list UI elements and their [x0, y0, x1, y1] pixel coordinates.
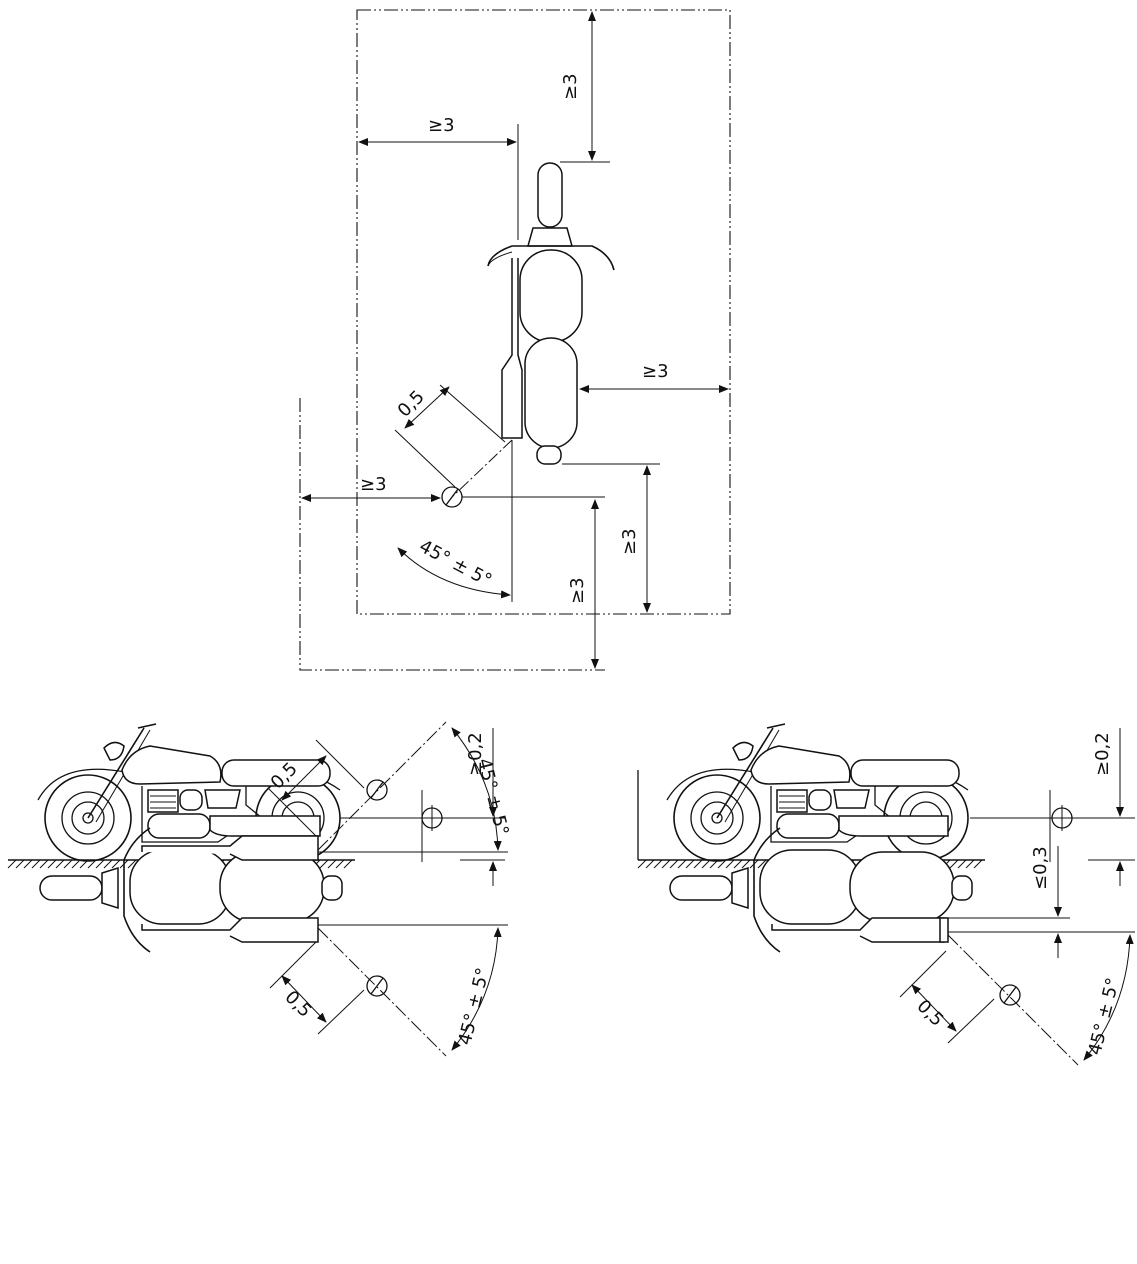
hatch-line [677, 859, 687, 869]
motorcycle-top-view-icon [487, 162, 615, 465]
hatch-line [725, 859, 735, 869]
hatch-line [637, 859, 647, 869]
hatch-line [685, 859, 695, 869]
motorcycle-side-view-icon [666, 723, 969, 862]
hatch-line [343, 859, 353, 869]
hatch-line [669, 859, 679, 869]
hatch-line [949, 859, 959, 869]
hatch-line [757, 859, 767, 869]
hatch-line [39, 859, 49, 869]
dim-single-offset: 0,5 [912, 996, 947, 1031]
dim-lower-offset: 0,5 [280, 987, 315, 1022]
hatch-line [23, 859, 33, 869]
hatch-line [319, 859, 329, 869]
hatch-line [63, 859, 73, 869]
hatch-line [653, 859, 663, 869]
top-view-twin-exhaust: 0,5 45° ± 5° 0,5 45° ± 5° [39, 721, 513, 1057]
hatch-line [335, 859, 345, 869]
top-plan-view: ≥3 ≥3 ≥3 0,5 ≥3 45° ± 5° ≥3 ≥3 [299, 9, 731, 671]
dim-height-right: ≥0,2 [1092, 732, 1113, 776]
hatch-line [15, 859, 25, 869]
hatch-line [103, 859, 113, 869]
hatch-line [31, 859, 41, 869]
dim-mic-left: ≥3 [360, 474, 387, 495]
hatch-line [733, 859, 743, 869]
microphone-position-icon [441, 486, 463, 508]
angle-label-lower: 45° ± 5° [454, 966, 493, 1048]
hatch-line [87, 859, 97, 869]
hatch-line [327, 859, 337, 869]
hatch-line [709, 859, 719, 869]
dim-right-clearance: ≥3 [642, 361, 669, 382]
dim-left-clearance: ≥3 [428, 115, 455, 136]
dim-mic-rear: ≥3 [567, 577, 588, 604]
top-view-single-exhaust: ≤0,3 0,5 45° ± 5° [669, 827, 1135, 1066]
hatch-line [693, 859, 703, 869]
hatch-line [71, 859, 81, 869]
hatch-line [47, 859, 57, 869]
hatch-line [95, 859, 105, 869]
hatch-line [701, 859, 711, 869]
hatch-line [741, 859, 751, 869]
motorcycle-top-view-icon [669, 827, 973, 953]
hatch-line [957, 859, 967, 869]
hatch-line [973, 859, 983, 869]
hatch-line [717, 859, 727, 869]
hatch-line [645, 859, 655, 869]
dim-front-clearance: ≥3 [560, 73, 581, 100]
test-area-boundary [356, 9, 731, 615]
hatch-line [661, 859, 671, 869]
motorcycle-top-view-icon [39, 827, 343, 953]
dim-mic-offset: 0,5 [394, 386, 429, 421]
dim-exhaust-gap: ≤0,3 [1030, 846, 1051, 890]
angle-label-single: 45° ± 5° [1084, 976, 1123, 1058]
hatch-line [111, 859, 121, 869]
angle-label-upper: 45° ± 5° [473, 756, 512, 838]
hatch-line [55, 859, 65, 869]
hatch-line [79, 859, 89, 869]
hatch-line [7, 859, 17, 869]
hatch-line [965, 859, 975, 869]
hatch-line [127, 859, 137, 869]
microphone-area-boundary [299, 398, 605, 671]
dim-rear-clearance: ≥3 [619, 528, 640, 555]
angle-label-top: 45° ± 5° [416, 536, 496, 592]
